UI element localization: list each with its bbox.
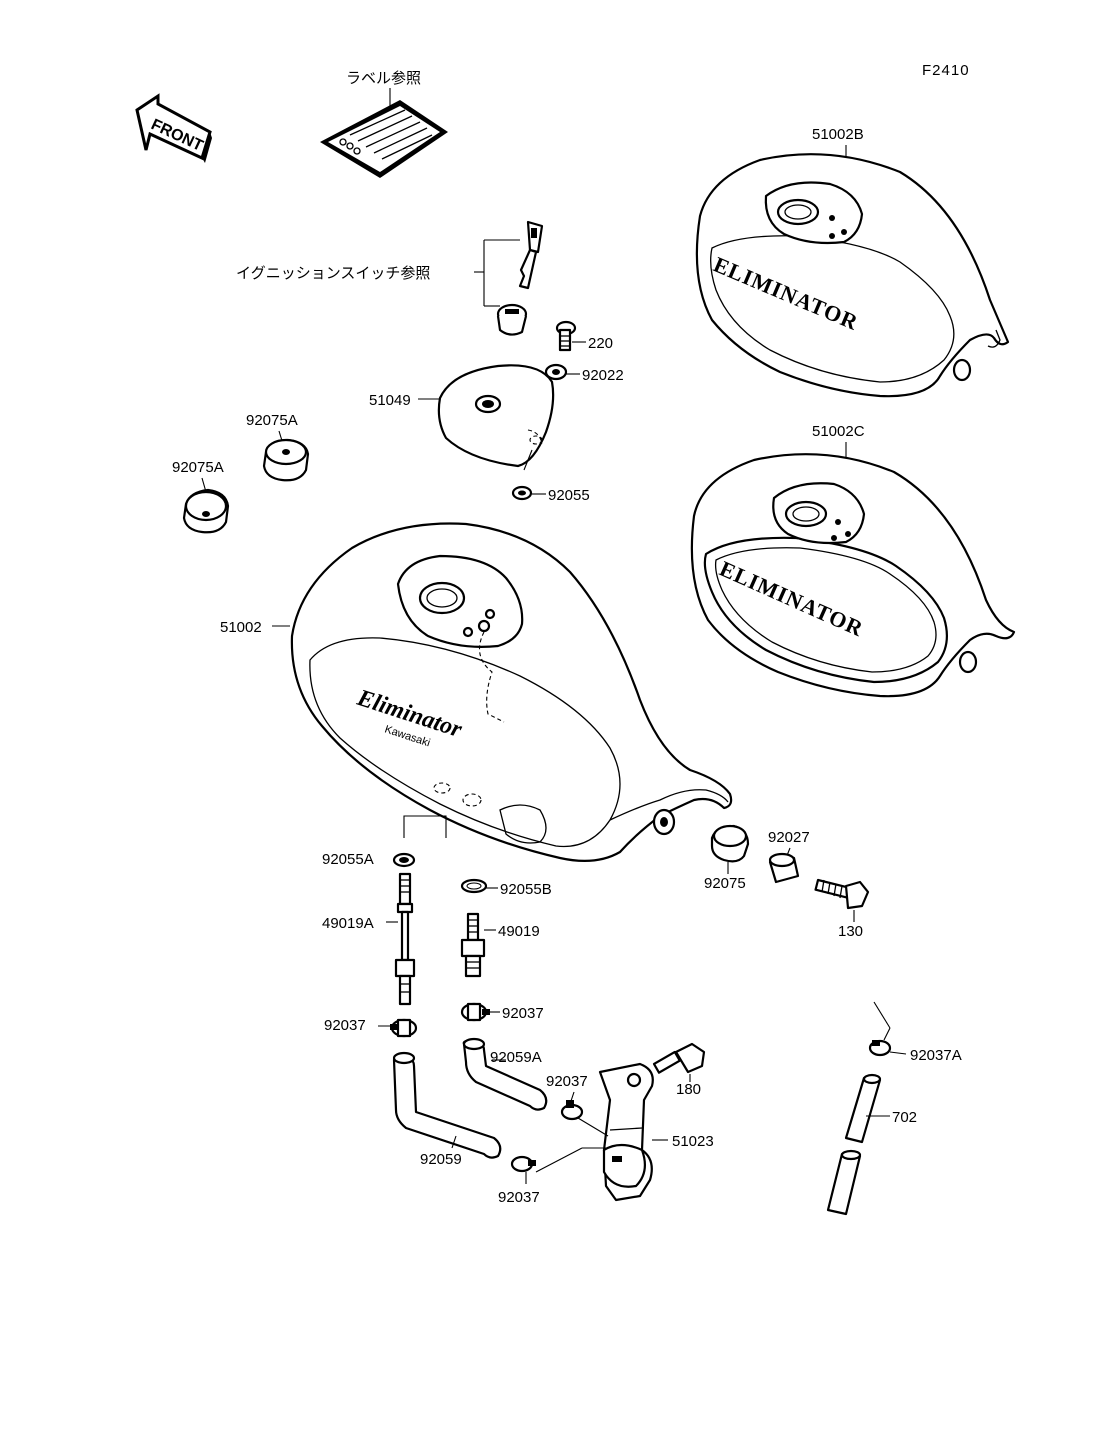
front-arrow-icon: FRONT [135,93,212,163]
fuel-tap-51023 [598,1062,654,1202]
fuel-pipe-49019 [460,912,486,978]
clamp-92037-right [460,1002,490,1022]
damper-92075a-top [262,438,310,482]
clip-92037a [868,1039,892,1057]
fuel-tank-51002b: ELIMINATOR [695,153,1010,398]
fuel-tank-51002c: ELIMINATOR [690,453,1016,698]
label-51002c: 51002C [812,423,865,440]
tube-702-lower [826,1149,862,1216]
label-51023: 51023 [672,1133,714,1150]
clamp-92037-lower [510,1155,536,1173]
label-51002b: 51002B [812,126,864,143]
damper-92075a-left [182,488,230,534]
damper-92075 [710,824,750,863]
bolt-130 [814,878,870,910]
label-92037-c: 92037 [546,1073,588,1090]
label-51002: 51002 [220,619,262,636]
label-92059a: 92059A [490,1049,542,1066]
fuel-tank-51002: Eliminator Kawasaki [290,522,733,863]
label-92027: 92027 [768,829,810,846]
collar-92027 [768,852,800,884]
label-92075a-left: 92075A [172,459,224,476]
label-92055a: 92055A [322,851,374,868]
label-180: 180 [676,1081,701,1098]
ignition-key-icon [518,220,544,290]
ignition-reference-text: イグニッションスイッチ参照 [236,265,430,282]
fuel-pipe-49019a [394,872,416,1006]
grommet-92055-icon [511,485,533,501]
label-51049: 51049 [369,392,411,409]
fuel-hose-92059a [462,1037,548,1111]
label-92075: 92075 [704,875,746,892]
tube-702-upper [844,1073,882,1144]
clamp-92037-left [390,1018,418,1038]
label-92037-b: 92037 [324,1017,366,1034]
washer-92022-icon [544,363,568,381]
label-92037-a: 92037 [502,1005,544,1022]
label-92022: 92022 [582,367,624,384]
washer-92055a-icon [392,852,416,868]
label-sticker [320,100,448,178]
label-92059: 92059 [420,1151,462,1168]
bolt-180 [652,1042,706,1074]
screw-220-icon [555,320,577,352]
label-92075a-top: 92075A [246,412,298,429]
clamp-92037-upper [560,1100,584,1121]
label-702: 702 [892,1109,917,1126]
washer-92055b-icon [460,878,488,894]
ignition-cylinder-icon [496,303,528,336]
label-220: 220 [588,335,613,352]
label-130: 130 [838,923,863,940]
fuel-hose-92059 [392,1051,502,1159]
tank-cap-cover-51049 [437,364,555,468]
label-49019a: 49019A [322,915,374,932]
label-92037a: 92037A [910,1047,962,1064]
label-49019: 49019 [498,923,540,940]
label-reference-text: ラベル参照 [346,70,421,87]
label-92055: 92055 [548,487,590,504]
figure-code: F2410 [922,62,970,79]
label-92037-d: 92037 [498,1189,540,1206]
label-92055b: 92055B [500,881,552,898]
